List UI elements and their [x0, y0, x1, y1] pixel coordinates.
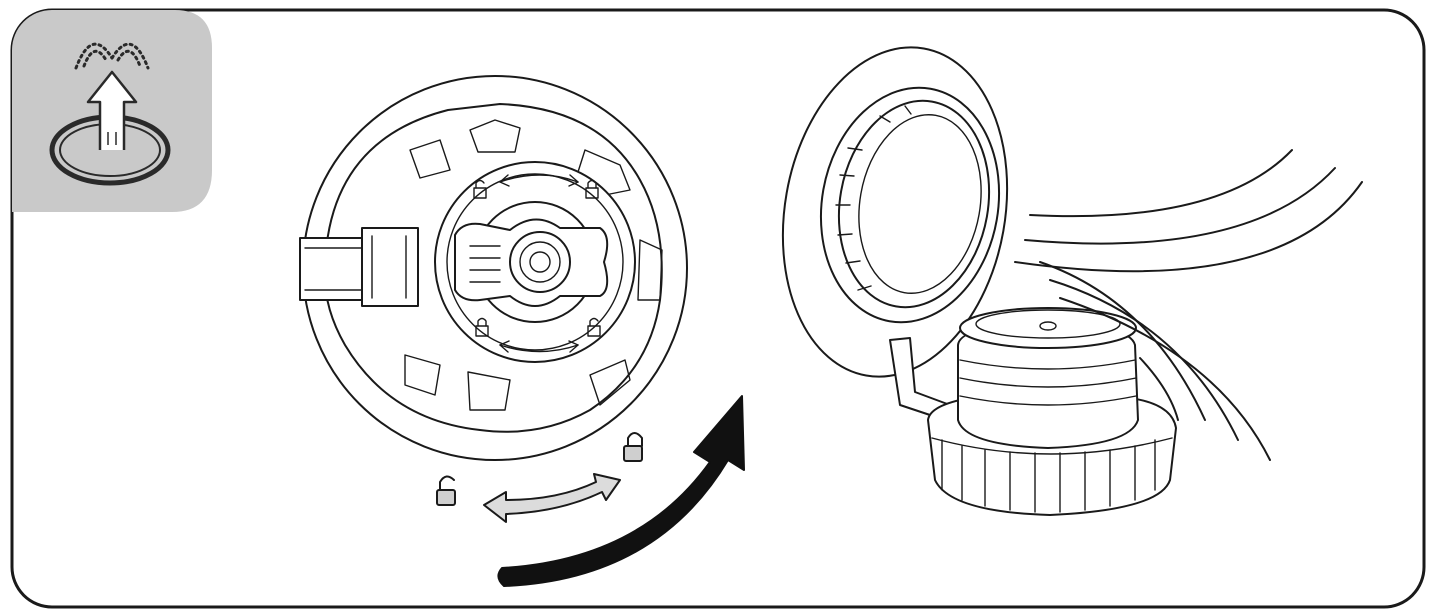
threaded-cap-view	[927, 307, 1177, 516]
vent-pressure-release-icon	[12, 10, 212, 212]
open-lid-view	[781, 46, 1009, 421]
unlock-padlock-icon	[473, 179, 487, 199]
lock-padlock-icon	[585, 179, 599, 199]
lock-padlock-icon	[623, 432, 643, 462]
valve-front-view	[299, 75, 688, 461]
unlock-padlock-icon	[587, 317, 601, 337]
unlock-padlock-icon	[436, 475, 456, 506]
panel-frame	[10, 8, 1426, 609]
bidirectional-rotate-arrow-icon	[483, 473, 621, 523]
airflow-lines-icon	[1014, 149, 1363, 461]
lock-padlock-icon	[475, 317, 489, 337]
curved-open-arrow-icon	[497, 395, 745, 587]
